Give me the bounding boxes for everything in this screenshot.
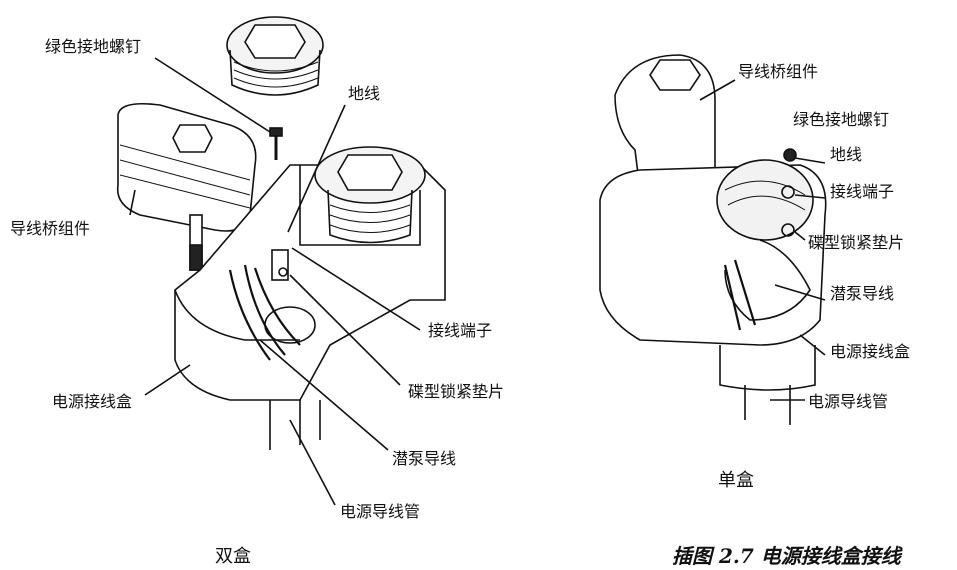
label-ground-wire: 地线 [348, 84, 381, 103]
label-pump-lead-single: 潜泵导线 [830, 284, 895, 303]
label-pump-lead: 潜泵导线 [392, 449, 457, 468]
label-junction-box-single: 电源接线盒 [830, 342, 911, 361]
label-terminal-single: 接线端子 [830, 182, 895, 201]
label-junction-box: 电源接线盒 [52, 392, 133, 411]
label-lock-washer-single: 碟型锁紧垫片 [808, 233, 905, 252]
label-terminal: 接线端子 [428, 321, 493, 340]
label-conduit: 电源导线管 [340, 502, 421, 521]
label-ground-screw-single: 绿色接地螺钉 [793, 110, 890, 129]
label-bridge-assembly-single: 导线桥组件 [738, 62, 819, 81]
double-box-illustration [116, 16, 446, 506]
label-conduit-single: 电源导线管 [808, 392, 889, 411]
label-ground-wire-single: 地线 [830, 145, 863, 164]
label-ground-screw: 绿色接地螺钉 [45, 37, 142, 56]
label-lock-washer: 碟型锁紧垫片 [408, 382, 505, 401]
single-box-illustration [599, 54, 827, 425]
single-box-title: 单盒 [718, 470, 754, 491]
double-box-title: 双盒 [215, 546, 251, 567]
label-bridge-assembly: 导线桥组件 [10, 219, 91, 238]
figure-caption: 插图 2.7 电源接线盒接线 [672, 544, 901, 568]
